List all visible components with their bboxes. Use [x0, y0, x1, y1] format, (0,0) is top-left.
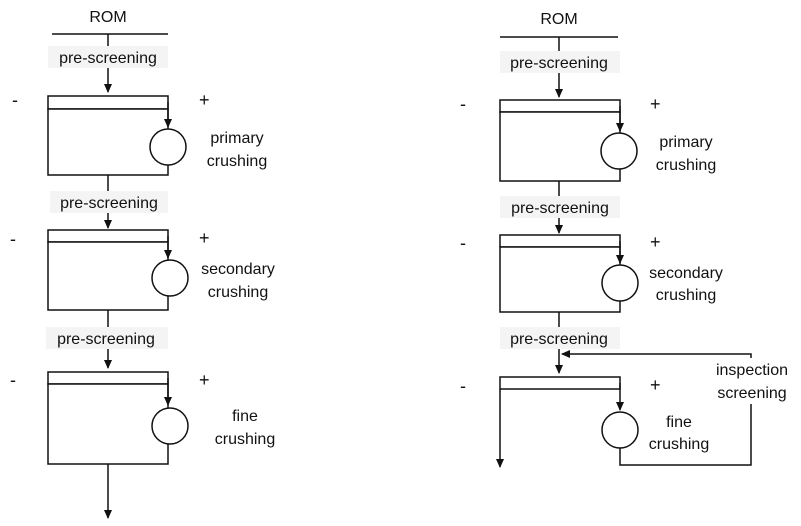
left-crusher-1	[149, 128, 187, 166]
right-inspection-label-b: screening	[717, 385, 786, 402]
left-screen-deck-1	[47, 95, 169, 110]
right-crusher-label-3a: fine	[666, 414, 692, 431]
left-label-bg-2	[50, 191, 168, 213]
right-minus-1: -	[460, 94, 466, 114]
right-prescreen-label-3: pre-screening	[510, 331, 608, 348]
left-crusher-3	[151, 407, 189, 445]
right-crusher-label-2a: secondary	[649, 265, 723, 282]
left-minus-3: -	[10, 370, 16, 390]
right-flowsheet: ROM pre-screening - + primary crushing p…	[460, 11, 799, 468]
left-plus-1: +	[199, 90, 210, 110]
right-prescreen-label-2: pre-screening	[511, 200, 609, 217]
right-rom-label: ROM	[540, 11, 577, 28]
left-rom-label: ROM	[89, 9, 126, 26]
right-plus-3: +	[650, 375, 661, 395]
right-plus-1: +	[650, 94, 661, 114]
left-plus-3: +	[199, 370, 210, 390]
right-minus-2: -	[460, 233, 466, 253]
left-label-bg-1	[48, 46, 168, 68]
right-crusher-label-1b: crushing	[656, 157, 716, 174]
right-crusher-label-2b: crushing	[656, 287, 716, 304]
left-prescreen-label-1: pre-screening	[59, 50, 157, 67]
left-screen-deck-3	[47, 371, 169, 385]
left-plus-2: +	[199, 228, 210, 248]
left-screen-deck-2	[47, 229, 169, 243]
left-crusher-label-3a: fine	[232, 408, 258, 425]
right-minus-3: -	[460, 376, 466, 396]
right-plus-2: +	[650, 232, 661, 252]
right-inspection-label-a: inspection	[716, 362, 788, 379]
right-crusher-1	[600, 132, 638, 170]
left-minus-1: -	[12, 90, 18, 110]
left-prescreen-label-3: pre-screening	[57, 331, 155, 348]
left-label-bg-3	[46, 327, 168, 349]
left-crusher-label-1b: crushing	[207, 153, 267, 170]
left-crusher-label-2a: secondary	[201, 261, 275, 278]
right-screen-deck-3	[499, 376, 621, 390]
left-crusher-label-3b: crushing	[215, 431, 275, 448]
left-flowsheet: ROM pre-screening - + primary crushing p…	[10, 9, 275, 519]
right-inspection-bg	[705, 358, 799, 404]
right-crusher-2	[601, 264, 639, 302]
left-screen-box-2	[47, 241, 169, 311]
left-crusher-label-1a: primary	[210, 130, 263, 147]
left-prescreen-label-2: pre-screening	[60, 195, 158, 212]
left-screen-box-1	[47, 108, 169, 176]
right-prescreen-label-1: pre-screening	[510, 55, 608, 72]
right-screen-deck-1	[499, 99, 621, 113]
left-crusher-label-2b: crushing	[208, 284, 268, 301]
left-minus-2: -	[10, 229, 16, 249]
right-recycle-loop	[561, 350, 752, 466]
right-screen-deck-2	[499, 234, 621, 248]
left-screen-box-3	[47, 383, 169, 465]
right-crusher-3	[601, 411, 639, 449]
right-crusher-label-3b: crushing	[649, 436, 709, 453]
right-label-bg-1	[500, 51, 620, 73]
right-label-bg-3	[500, 327, 620, 349]
right-crusher-label-1a: primary	[659, 134, 712, 151]
left-crusher-2	[151, 259, 189, 297]
right-label-bg-2	[500, 196, 620, 218]
